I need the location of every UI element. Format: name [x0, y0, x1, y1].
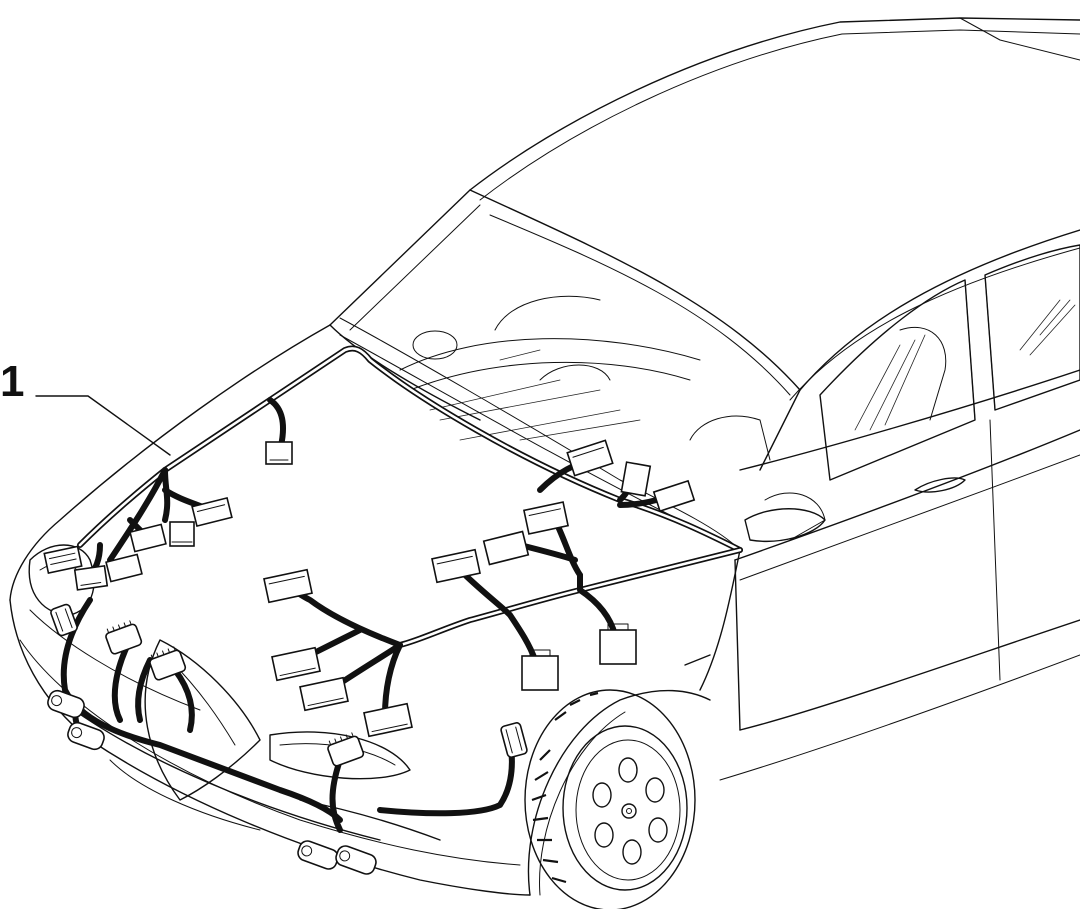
leader-line: [35, 395, 171, 456]
connectors: [43, 439, 696, 875]
callout-label-1: 1: [0, 357, 24, 406]
connector-right-5: [482, 530, 530, 566]
wiring-harness: [60, 345, 743, 833]
connector-center-6: [521, 649, 559, 691]
connector-right-3: [652, 479, 696, 513]
connector-left-4: [129, 523, 167, 553]
sensor-plug-1: [50, 603, 78, 637]
connector-left-3: [105, 553, 143, 583]
connector-center-5: [363, 702, 413, 738]
sensor-plug-5: [67, 721, 105, 751]
front-wheel: [524, 689, 696, 909]
connector-right-4: [522, 501, 570, 535]
windshield: [329, 189, 801, 471]
roof-outline: [469, 17, 1080, 191]
sensor-plug-4: [47, 689, 85, 719]
side-mirror: [744, 508, 826, 542]
rim-holes: [592, 757, 668, 865]
connector-center-1: [431, 548, 481, 584]
sensor-plug-8: [297, 840, 339, 870]
sensor-plug-2: [105, 620, 143, 655]
hood-outline: [9, 324, 331, 601]
sensor-plug-7: [500, 722, 528, 758]
grille: [144, 639, 261, 801]
connector-left-2: [73, 564, 109, 591]
side-window-rear: [984, 244, 1080, 411]
connector-center-2: [263, 568, 313, 604]
connector-left-6: [191, 496, 233, 528]
connector-center-4: [299, 676, 349, 712]
sensor-plug-3: [149, 646, 187, 681]
sensor-plug-9: [335, 845, 377, 875]
connector-left-1: [43, 545, 83, 575]
connector-center-3: [271, 646, 321, 682]
car-body: [9, 17, 1080, 896]
connector-right-2: [620, 461, 652, 497]
callout-1: 1: [0, 357, 171, 456]
connector-right-1: [566, 439, 614, 477]
connector-left-5: [169, 521, 195, 547]
side-window-front: [819, 279, 976, 481]
sensor-plug-6: [327, 732, 365, 767]
connector-center-7: [599, 623, 637, 665]
connector-top-center: [265, 441, 293, 465]
front-bumper: [9, 599, 531, 896]
